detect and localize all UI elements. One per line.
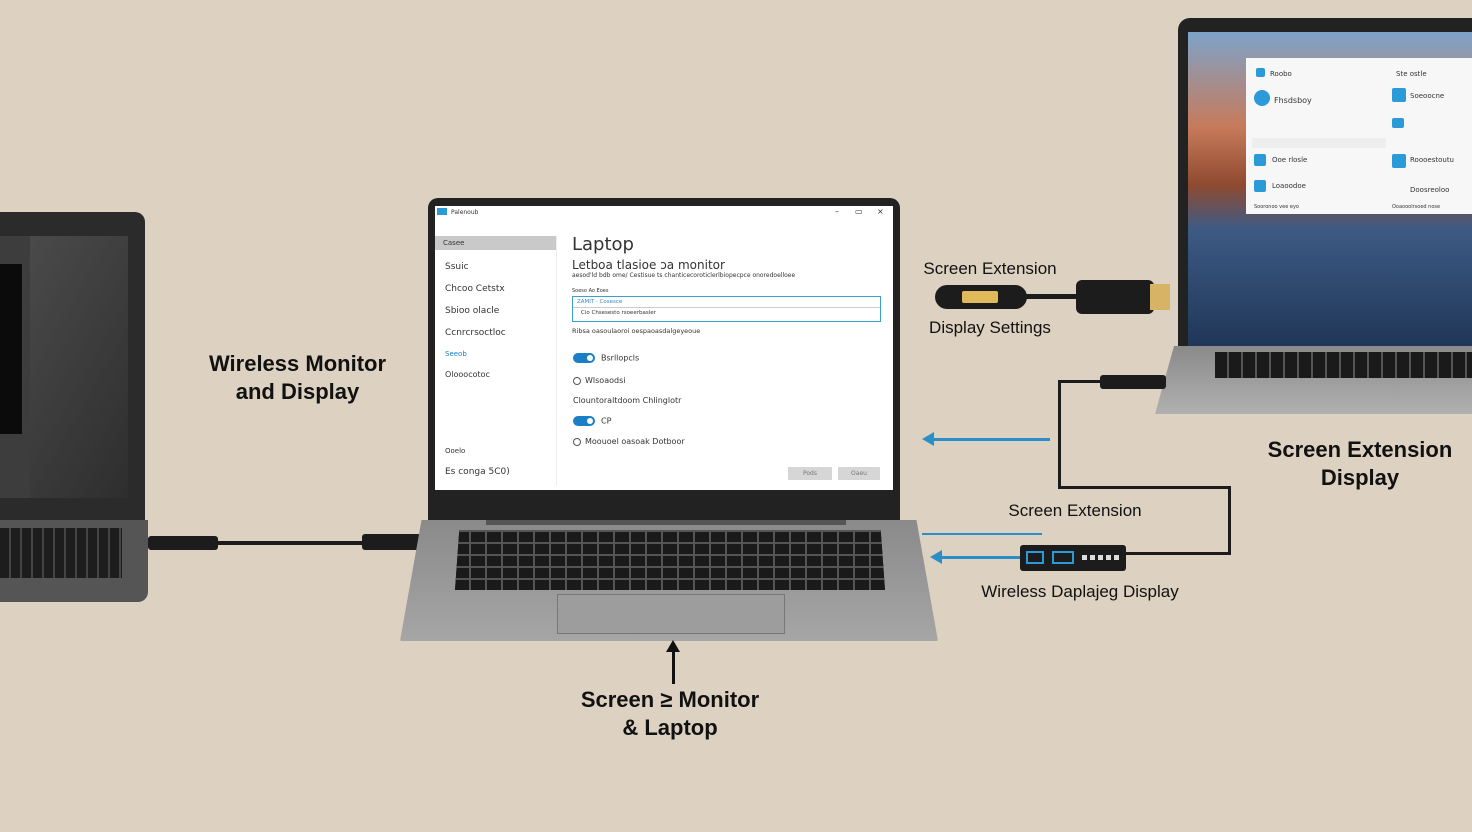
apply-button[interactable]: Pods: [788, 467, 832, 480]
toggle-switch[interactable]: [573, 353, 595, 363]
screen-extension-top-label: Screen Extension: [923, 259, 1057, 278]
trackpad[interactable]: [557, 594, 785, 634]
screen-extension-mid-label: Screen Extension: [1008, 501, 1142, 520]
sidebar-item[interactable]: Ccnrcrsoctloc: [445, 328, 506, 338]
radio-option[interactable]: Wlsoaodsi: [573, 376, 625, 385]
sidebar-item-home[interactable]: Casee: [435, 236, 556, 250]
toggle-option[interactable]: Bsrllopcls: [573, 353, 639, 363]
toggle-switch[interactable]: [573, 416, 595, 426]
usb-hub: [1020, 545, 1126, 571]
center-laptop: Palenoub – ▭ × Casee Ssuic Chcoo Cetstx …: [428, 198, 900, 522]
sidebar-item[interactable]: Sbioo olacle: [445, 306, 500, 316]
sidebar: Casee Ssuic Chcoo Cetstx Sbioo olacle Cc…: [435, 236, 557, 486]
hint-text: Ribsa oasoulaoroi oespaoasdalgeyeoue: [572, 327, 701, 335]
usb-plug: [362, 534, 424, 550]
hdmi-adapter: [935, 285, 1027, 309]
radio-option[interactable]: Moouoel oasoak Dotboor: [573, 437, 685, 446]
settings-window: Palenoub – ▭ × Casee Ssuic Chcoo Cetstx …: [435, 206, 893, 490]
page-description: aesod'ld bdb ome/ Cestisue ts chanticeco…: [572, 272, 796, 279]
radio-button[interactable]: [573, 376, 581, 385]
sidebar-item[interactable]: Chcoo Cetstx: [445, 284, 505, 294]
keyboard: [455, 530, 885, 590]
page-subtitle: Letboa tlasioe ɔa monitor: [572, 258, 725, 272]
up-arrow-icon: [672, 650, 675, 684]
screen-extension-display-label: Screen Extension Display: [1267, 437, 1453, 490]
right-laptop: Roobo Ste ostle Fhsdsboy Soeoocne Ooe rl…: [1178, 18, 1472, 350]
wireless-monitor-label: Wireless Monitor and Display: [208, 351, 387, 404]
right-laptop-base: [1155, 346, 1472, 414]
left-laptop: [0, 212, 145, 522]
radio-button[interactable]: [573, 437, 581, 446]
cancel-button[interactable]: Oaeu: [838, 467, 880, 480]
left-arrow-icon: [922, 432, 1050, 446]
center-laptop-base: [400, 520, 938, 641]
display-select[interactable]: ZAMIT · Cosesce Cio Chsesesto rsoeerbasl…: [572, 296, 881, 322]
window-title: Palenoub: [451, 209, 479, 216]
maximize-button[interactable]: ▭: [855, 207, 863, 216]
display-settings-label: Display Settings: [929, 318, 1051, 337]
wireless-display-label: Wireless Daplajeg Display: [981, 582, 1179, 601]
page-title: Laptop: [572, 234, 634, 255]
toggle-option[interactable]: CP: [573, 416, 611, 426]
sidebar-item[interactable]: Es conga 5C0): [445, 467, 510, 477]
sidebar-item[interactable]: Ssuic: [445, 262, 469, 272]
hdmi-plug: [1076, 280, 1154, 314]
app-icon: [437, 208, 447, 215]
left-laptop-keyboard: [0, 520, 148, 602]
close-button[interactable]: ×: [877, 207, 884, 216]
minimize-button[interactable]: –: [835, 207, 839, 216]
left-arrow-icon: [930, 550, 1020, 564]
bottom-label: Screen ≥ Monitor & Laptop: [580, 687, 760, 740]
sidebar-item[interactable]: Olooocotoc: [445, 370, 490, 379]
option-text: Clountoraltdoom Chlinglotr: [573, 396, 682, 405]
sidebar-item[interactable]: Ooelo: [445, 447, 466, 455]
sidebar-item[interactable]: Seeob: [445, 350, 467, 358]
usb-cable-left: [148, 536, 218, 550]
right-settings-window: Roobo Ste ostle Fhsdsboy Soeoocne Ooe rl…: [1246, 58, 1472, 214]
field-label: Soeso Ao Eoes: [572, 288, 609, 294]
usb-plug-right: [1100, 375, 1166, 389]
